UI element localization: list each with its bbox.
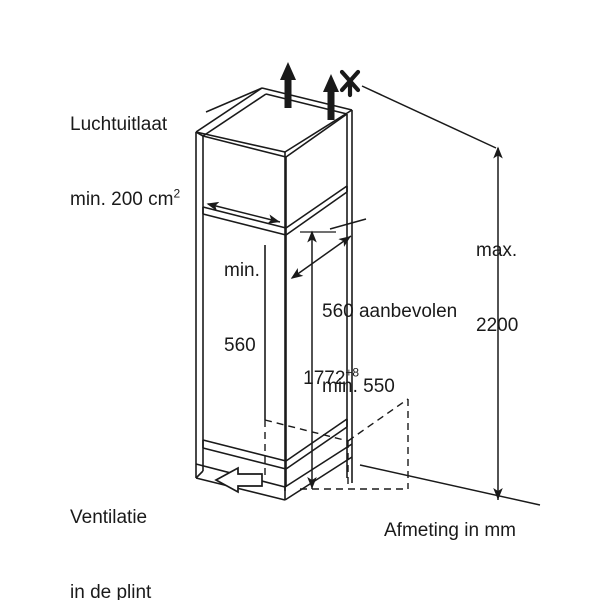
cross-marker-icon — [339, 69, 361, 98]
niche-width-label-line2: 560 — [224, 335, 256, 356]
air-outlet-label-superscript: 2 — [173, 186, 181, 201]
dimension-niche-width — [206, 201, 281, 224]
up-arrow-icon-left — [280, 62, 296, 108]
air-outlet-label-line2-text: min. 200 cm — [70, 189, 174, 210]
hidden-bottom-edges — [264, 398, 409, 484]
cross-marker-leader — [361, 85, 497, 149]
plinth-ventilation-label: Ventilatie in de plint min. 200 cm2 — [70, 455, 180, 600]
air-outlet-label-line1: Luchtuitlaat — [70, 114, 168, 135]
plinth-ventilation-label-line2: in de plint — [70, 582, 152, 600]
max-height-label: max. 2200 — [476, 188, 518, 388]
plinth-ventilation-label-line1: Ventilatie — [70, 507, 148, 528]
air-outlet-label-line2: min. 200 cm2 — [70, 187, 180, 212]
up-arrow-icon-right — [323, 74, 339, 120]
max-height-label-line1: max. — [476, 240, 518, 261]
niche-width-label-line1: min. — [224, 260, 260, 281]
outline-arrow-left-icon — [214, 466, 263, 494]
max-height-label-line2: 2200 — [476, 315, 519, 336]
niche-depth-label: 560 aanbevolen min. 550 — [322, 249, 457, 449]
niche-height-label: 1772+8 — [282, 341, 359, 416]
niche-depth-label-line2: min. 550 — [322, 376, 395, 397]
niche-outer-shell — [195, 87, 353, 491]
air-outlet-label: Luchtuitlaat min. 200 cm2 — [70, 62, 180, 262]
air-outlet-leader — [205, 87, 263, 113]
dimension-max-height-extension — [359, 464, 541, 506]
dimension-niche-depth — [290, 235, 352, 279]
units-footer-label: Afmeting in mm — [384, 520, 516, 541]
hidden-bottom-edges-2 — [300, 399, 409, 490]
niche-height-label-value: 1772 — [303, 368, 346, 389]
niche-width-label: min. 560 — [224, 208, 260, 408]
dimension-depth-leader — [329, 218, 367, 230]
niche-height-label-superscript: +8 — [345, 365, 360, 380]
niche-depth-label-line1: 560 aanbevolen — [322, 301, 458, 322]
